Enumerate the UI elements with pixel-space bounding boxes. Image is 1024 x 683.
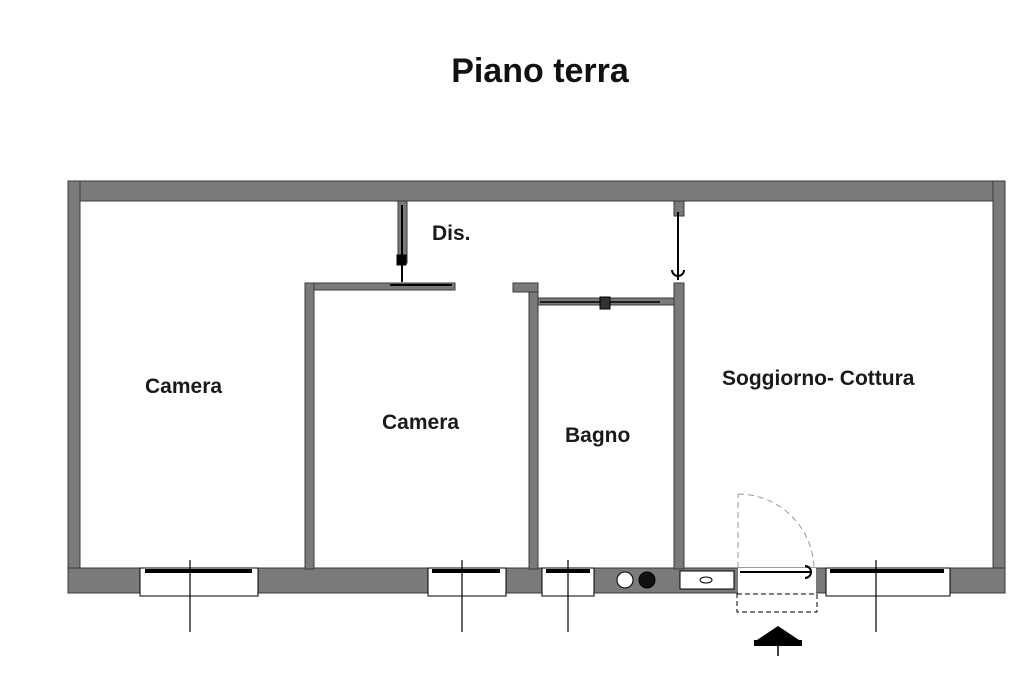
interior-walls [304, 200, 685, 570]
room-label-living-kitchen: Soggiorno- Cottura [722, 367, 915, 390]
room-label-bedroom-left: Camera [145, 375, 222, 398]
window-bedroom-left [139, 560, 259, 632]
window-bathroom [541, 560, 595, 632]
floor-plan-title: Piano terra [451, 52, 629, 90]
entrance-arrow-icon [754, 626, 802, 656]
entrance-door [736, 493, 818, 613]
interior-doors [390, 205, 685, 310]
room-label-bathroom: Bagno [565, 424, 630, 447]
windows [139, 560, 951, 632]
window-bedroom-middle [427, 560, 507, 632]
window-living [825, 560, 951, 632]
wall-fixtures [616, 570, 735, 590]
room-label-bedroom-middle: Camera [382, 411, 459, 434]
room-label-corridor: Dis. [432, 222, 471, 245]
